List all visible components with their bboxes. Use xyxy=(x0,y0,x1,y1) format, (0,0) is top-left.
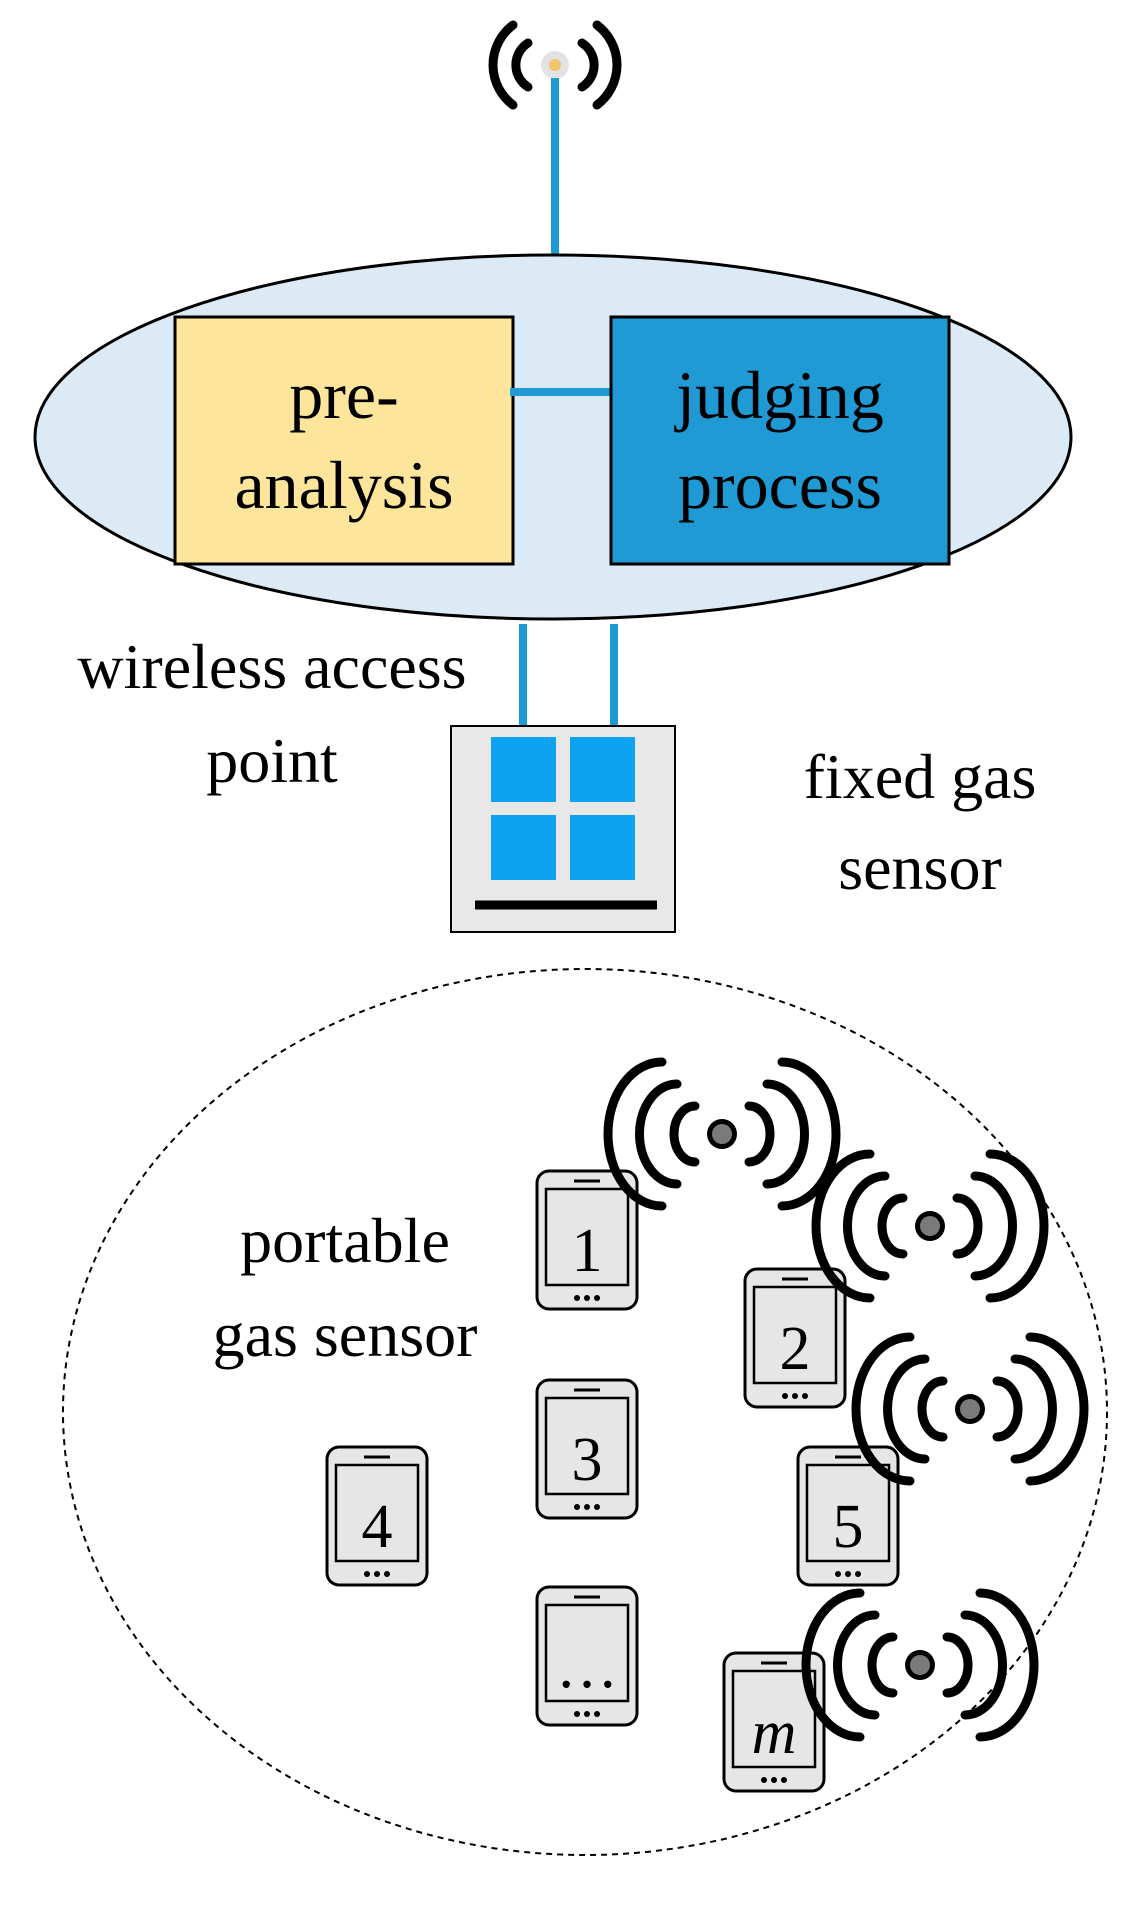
device-m-tablet-icon: m xyxy=(722,1651,826,1793)
device-2-tablet-icon: 2 xyxy=(743,1267,847,1409)
fixed-gas-sensor-label-line2: sensor xyxy=(838,832,1002,903)
signal-layer xyxy=(603,1057,1089,1742)
top-antenna-icon xyxy=(488,20,622,110)
judging-label-line1: judging xyxy=(674,357,884,433)
judging-process-node: judging process xyxy=(609,315,951,566)
window-icon xyxy=(450,725,676,933)
device-1-label: 1 xyxy=(572,1217,603,1285)
portable-sensor-region xyxy=(62,968,1108,1856)
device-3-tablet-icon: 3 xyxy=(535,1378,639,1520)
device-ellipsis-label: … xyxy=(556,1633,618,1701)
pre-analysis-label-line1: pre- xyxy=(289,357,398,433)
judging-label-line2: process xyxy=(678,447,882,523)
pre-analysis-label-line2: analysis xyxy=(234,447,453,523)
device-5-label: 5 xyxy=(833,1493,864,1561)
device-ellipsis-tablet-icon: … xyxy=(535,1585,639,1727)
device-4-tablet-icon: 4 xyxy=(325,1445,429,1587)
device-5-tablet-icon: 5 xyxy=(796,1445,900,1587)
signal-icon xyxy=(851,1332,1089,1486)
signal-icon xyxy=(603,1057,841,1211)
wireless-access-point-label-line1: wireless access xyxy=(77,631,466,702)
fixed-gas-sensor-label-line1: fixed gas xyxy=(804,741,1037,812)
portable-gas-sensor-label-line1: portable xyxy=(240,1205,450,1276)
signal-icon xyxy=(801,1588,1039,1742)
device-1-tablet-icon: 1 xyxy=(535,1169,639,1311)
pre-analysis-node: pre- analysis xyxy=(173,315,515,566)
device-m-label: m xyxy=(752,1699,797,1767)
device-4-label: 4 xyxy=(362,1493,393,1561)
device-2-label: 2 xyxy=(780,1315,811,1383)
device-layer: 1 2 3 4 5 … m xyxy=(325,1169,900,1793)
signal-icon xyxy=(811,1149,1049,1303)
portable-gas-sensor-label-line2: gas sensor xyxy=(213,1299,478,1370)
wireless-access-point-label-line2: point xyxy=(206,725,338,796)
device-3-label: 3 xyxy=(572,1426,603,1494)
